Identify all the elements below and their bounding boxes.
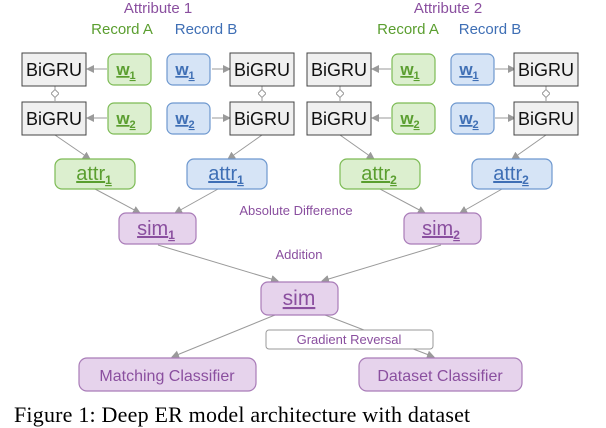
bigru-box-a1-bottom: BiGRU xyxy=(21,101,87,136)
record-b-header-1: Record B xyxy=(175,21,238,38)
svg-text:w2: w2 xyxy=(174,109,194,131)
sim-total-box: sim xyxy=(260,281,339,316)
matching-classifier-box: Matching Classifier xyxy=(78,357,257,392)
svg-text:sim: sim xyxy=(283,287,316,310)
w2-box-a2: w2 xyxy=(391,102,436,135)
bigru-box-a2-top: BiGRU xyxy=(306,52,372,87)
record-a-header-2: Record A xyxy=(377,21,439,38)
bigru-box-a1-top: BiGRU xyxy=(21,52,87,87)
svg-text:BiGRU: BiGRU xyxy=(311,109,367,129)
svg-text:w1: w1 xyxy=(458,60,478,82)
attr2-box-a: attr2 xyxy=(339,158,421,190)
record-a-header-1: Record A xyxy=(91,21,153,38)
w1-box-b1: w1 xyxy=(166,53,211,86)
attr-to-sim-arrows xyxy=(94,188,503,214)
absolute-difference-label: Absolute Difference xyxy=(239,203,352,218)
svg-text:w1: w1 xyxy=(115,60,135,82)
w1-box-b2: w1 xyxy=(450,53,495,86)
svg-text:BiGRU: BiGRU xyxy=(234,109,290,129)
svg-text:Gradient Reversal: Gradient Reversal xyxy=(297,332,402,347)
w2-box-b1: w2 xyxy=(166,102,211,135)
svg-text:BiGRU: BiGRU xyxy=(26,109,82,129)
bigru-box-a2-bottom: BiGRU xyxy=(306,101,372,136)
svg-text:w2: w2 xyxy=(458,109,478,131)
svg-text:w2: w2 xyxy=(115,109,135,131)
svg-text:attr1: attr1 xyxy=(208,163,244,187)
svg-text:BiGRU: BiGRU xyxy=(26,60,82,80)
w2-box-a1: w2 xyxy=(107,102,152,135)
w2-box-b2: w2 xyxy=(450,102,495,135)
w1-box-a2: w1 xyxy=(391,53,436,86)
bigru-box-b1-bottom: BiGRU xyxy=(229,101,295,136)
figure-caption: Figure 1: Deep ER model architecture wit… xyxy=(14,402,471,427)
attribute-1-header: Attribute 1 xyxy=(124,0,192,17)
record-b-header-2: Record B xyxy=(459,21,522,38)
svg-text:Matching Classifier: Matching Classifier xyxy=(99,368,235,385)
svg-text:BiGRU: BiGRU xyxy=(311,60,367,80)
sim-to-total-arrows xyxy=(157,244,442,283)
attr2-box-b: attr2 xyxy=(471,158,553,190)
svg-text:BiGRU: BiGRU xyxy=(518,109,574,129)
svg-text:attr2: attr2 xyxy=(493,163,529,187)
bigru-box-b1-top: BiGRU xyxy=(229,52,295,87)
svg-text:sim2: sim2 xyxy=(422,218,460,242)
svg-text:sim1: sim1 xyxy=(137,218,175,242)
addition-label: Addition xyxy=(276,247,323,262)
svg-text:w2: w2 xyxy=(399,109,419,131)
svg-text:w1: w1 xyxy=(174,60,194,82)
attribute-2-header: Attribute 2 xyxy=(414,0,482,17)
svg-text:w1: w1 xyxy=(399,60,419,82)
svg-text:BiGRU: BiGRU xyxy=(518,60,574,80)
bigru-box-b2-bottom: BiGRU xyxy=(513,101,579,136)
svg-text:BiGRU: BiGRU xyxy=(234,60,290,80)
sim2-box: sim2 xyxy=(403,212,482,245)
dataset-classifier-box: Dataset Classifier xyxy=(358,357,523,392)
attr1-box-b: attr1 xyxy=(186,158,268,190)
w1-box-a1: w1 xyxy=(107,53,152,86)
bigru-to-attr-arrows xyxy=(54,134,547,160)
svg-text:attr2: attr2 xyxy=(361,163,397,187)
gradient-reversal-label: Gradient Reversal xyxy=(265,329,434,350)
bigru-stack-connectors xyxy=(55,86,546,101)
svg-text:Dataset Classifier: Dataset Classifier xyxy=(377,368,503,385)
svg-text:attr1: attr1 xyxy=(76,163,112,187)
attr1-box-a: attr1 xyxy=(54,158,136,190)
bigru-box-b2-top: BiGRU xyxy=(513,52,579,87)
w-to-bigru-arrows xyxy=(86,65,516,122)
sim1-box: sim1 xyxy=(118,212,197,245)
